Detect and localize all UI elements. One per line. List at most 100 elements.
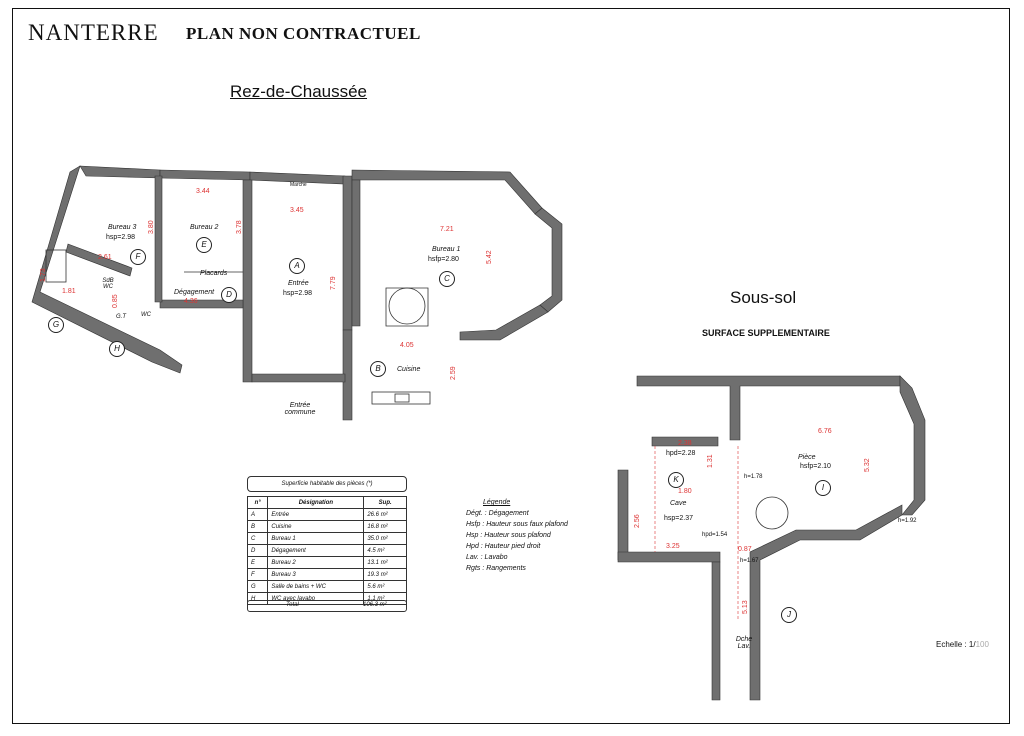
room-douche-name: Dche Lav. bbox=[735, 636, 753, 650]
table-cell: Bureau 2 bbox=[267, 556, 365, 569]
room-sdb-name: SdB WC bbox=[102, 278, 114, 290]
dim-degagement: 4.36 bbox=[184, 298, 198, 305]
table-cell: 19.3 m² bbox=[363, 568, 407, 581]
wall-kitchen-left bbox=[342, 329, 353, 421]
wall-bureau1-bottom bbox=[459, 304, 549, 341]
wall-cave-left bbox=[617, 469, 629, 561]
basement-h167: h=1.67 bbox=[740, 558, 759, 564]
cave-hpd-154: hpd=1.54 bbox=[702, 532, 728, 538]
room-tag-b: B bbox=[370, 361, 386, 377]
wall-cave-top bbox=[651, 436, 719, 447]
dim-cave-width: 2.38 bbox=[678, 440, 692, 447]
table-cell: 35.0 m² bbox=[363, 532, 407, 545]
dim-wc-depth: 0.85 bbox=[112, 294, 119, 308]
room-tag-h: H bbox=[109, 341, 125, 357]
table-cell: Bureau 3 bbox=[267, 568, 365, 581]
wall-top-bureau2 bbox=[159, 169, 251, 181]
room-tag-e: E bbox=[196, 237, 212, 253]
dim-wall-181: 1.81 bbox=[62, 288, 76, 295]
table-header: Désignation bbox=[267, 496, 365, 509]
placards-label: Placards bbox=[200, 270, 228, 277]
wall-basement-bottom bbox=[749, 504, 903, 701]
wall-basement-top bbox=[636, 375, 901, 441]
table-header: n° bbox=[246, 496, 269, 509]
wall-deg-bottom bbox=[159, 299, 244, 309]
table-header-row: n° Désignation Sup. bbox=[246, 496, 407, 509]
dim-piece-width: 6.76 bbox=[818, 428, 832, 435]
total-value: 106.3 m² bbox=[363, 602, 387, 608]
dim-couloir-length: 5.13 bbox=[742, 600, 749, 614]
wall-entree-right bbox=[342, 175, 353, 331]
table-cell: Bureau 1 bbox=[267, 532, 365, 545]
dim-couloir-087: 0.87 bbox=[738, 546, 752, 553]
table-cell: 5.6 m² bbox=[363, 580, 407, 593]
dim-entree-depth: 7.79 bbox=[330, 276, 337, 290]
table-cell: Cuisine bbox=[267, 520, 365, 533]
table-cell: 16.8 m² bbox=[363, 520, 407, 533]
wall-cave-bottom bbox=[617, 551, 721, 563]
dim-cave-131: 1.31 bbox=[707, 454, 714, 468]
wall-couloir-left bbox=[711, 561, 721, 701]
room-tag-k: K bbox=[668, 472, 684, 488]
legend-item: Rgts : Rangements bbox=[466, 565, 526, 572]
dim-bureau1-depth: 5.42 bbox=[486, 250, 493, 264]
dim-bureau3-depth: 3.80 bbox=[148, 220, 155, 234]
table-header: Sup. bbox=[363, 496, 407, 509]
dim-bureau2-width: 3.44 bbox=[196, 188, 210, 195]
wall-bureau1-left bbox=[351, 179, 361, 327]
room-bureau1-hsfp: hsfp=2.80 bbox=[428, 256, 459, 263]
legend-title: Légende bbox=[483, 499, 511, 506]
wall-entree-left bbox=[242, 179, 253, 383]
room-cave-name: Cave bbox=[670, 500, 687, 507]
table-cell: A bbox=[246, 508, 269, 521]
ground-floor-title: Rez-de-Chaussée bbox=[230, 82, 368, 101]
legend-item: Hsfp : Hauteur sous faux plafond bbox=[466, 521, 568, 528]
room-tag-f: F bbox=[130, 249, 146, 265]
table-cell: G bbox=[246, 580, 269, 593]
dim-cave-depth: 2.56 bbox=[634, 514, 641, 528]
room-tag-i: I bbox=[815, 480, 831, 496]
table-cell: F bbox=[246, 568, 269, 581]
table-cell: E bbox=[246, 556, 269, 569]
scale-value: 100 bbox=[975, 640, 989, 649]
wall-left-diagonal bbox=[31, 165, 183, 374]
spiral-stair-ground-circle bbox=[388, 287, 426, 325]
room-bureau1-name: Bureau 1 bbox=[432, 246, 461, 253]
table-cell: D bbox=[246, 544, 269, 557]
entree-commune-label: Entrée commune bbox=[284, 402, 316, 416]
legend-item: Hpd : Hauteur pied droit bbox=[466, 543, 541, 550]
dim-entree-width: 3.45 bbox=[290, 207, 304, 214]
wall-bureau1-right bbox=[534, 207, 563, 313]
marche-label: Marche bbox=[290, 182, 307, 188]
dim-sdb-depth: 1.73 bbox=[40, 268, 47, 282]
surface-table-title: Superficie habitable des pièces (*) bbox=[247, 476, 407, 492]
room-tag-d: D bbox=[221, 287, 237, 303]
room-cave-hsp: hsp=2.37 bbox=[664, 515, 693, 522]
dim-cuisine-width: 4.05 bbox=[400, 342, 414, 349]
basement-h192: h=1.92 bbox=[898, 518, 917, 524]
room-tag-g: G bbox=[48, 317, 64, 333]
dim-piece-depth: 5.32 bbox=[864, 458, 871, 472]
wall-entree-bottom bbox=[251, 373, 346, 383]
table-cell: Dégagement bbox=[267, 544, 365, 557]
dim-bureau2-depth: 3.78 bbox=[236, 220, 243, 234]
dim-bureau1-width: 7.21 bbox=[440, 226, 454, 233]
legend: Légende Dégt. : Dégagement Hsfp : Hauteu… bbox=[466, 497, 568, 574]
kitchen-sink bbox=[394, 393, 410, 403]
wall-top-bureau3 bbox=[79, 165, 161, 179]
room-bureau3-hsp: hsp=2.98 bbox=[106, 234, 135, 241]
basement-title: Sous-sol bbox=[730, 288, 797, 307]
table-cell: C bbox=[246, 532, 269, 545]
room-bureau2-name: Bureau 2 bbox=[190, 224, 219, 231]
kitchen-counter bbox=[371, 391, 431, 405]
room-tag-j: J bbox=[781, 607, 797, 623]
scale-label: Echelle : 1/ bbox=[936, 640, 976, 649]
spiral-stair-basement bbox=[755, 496, 789, 530]
